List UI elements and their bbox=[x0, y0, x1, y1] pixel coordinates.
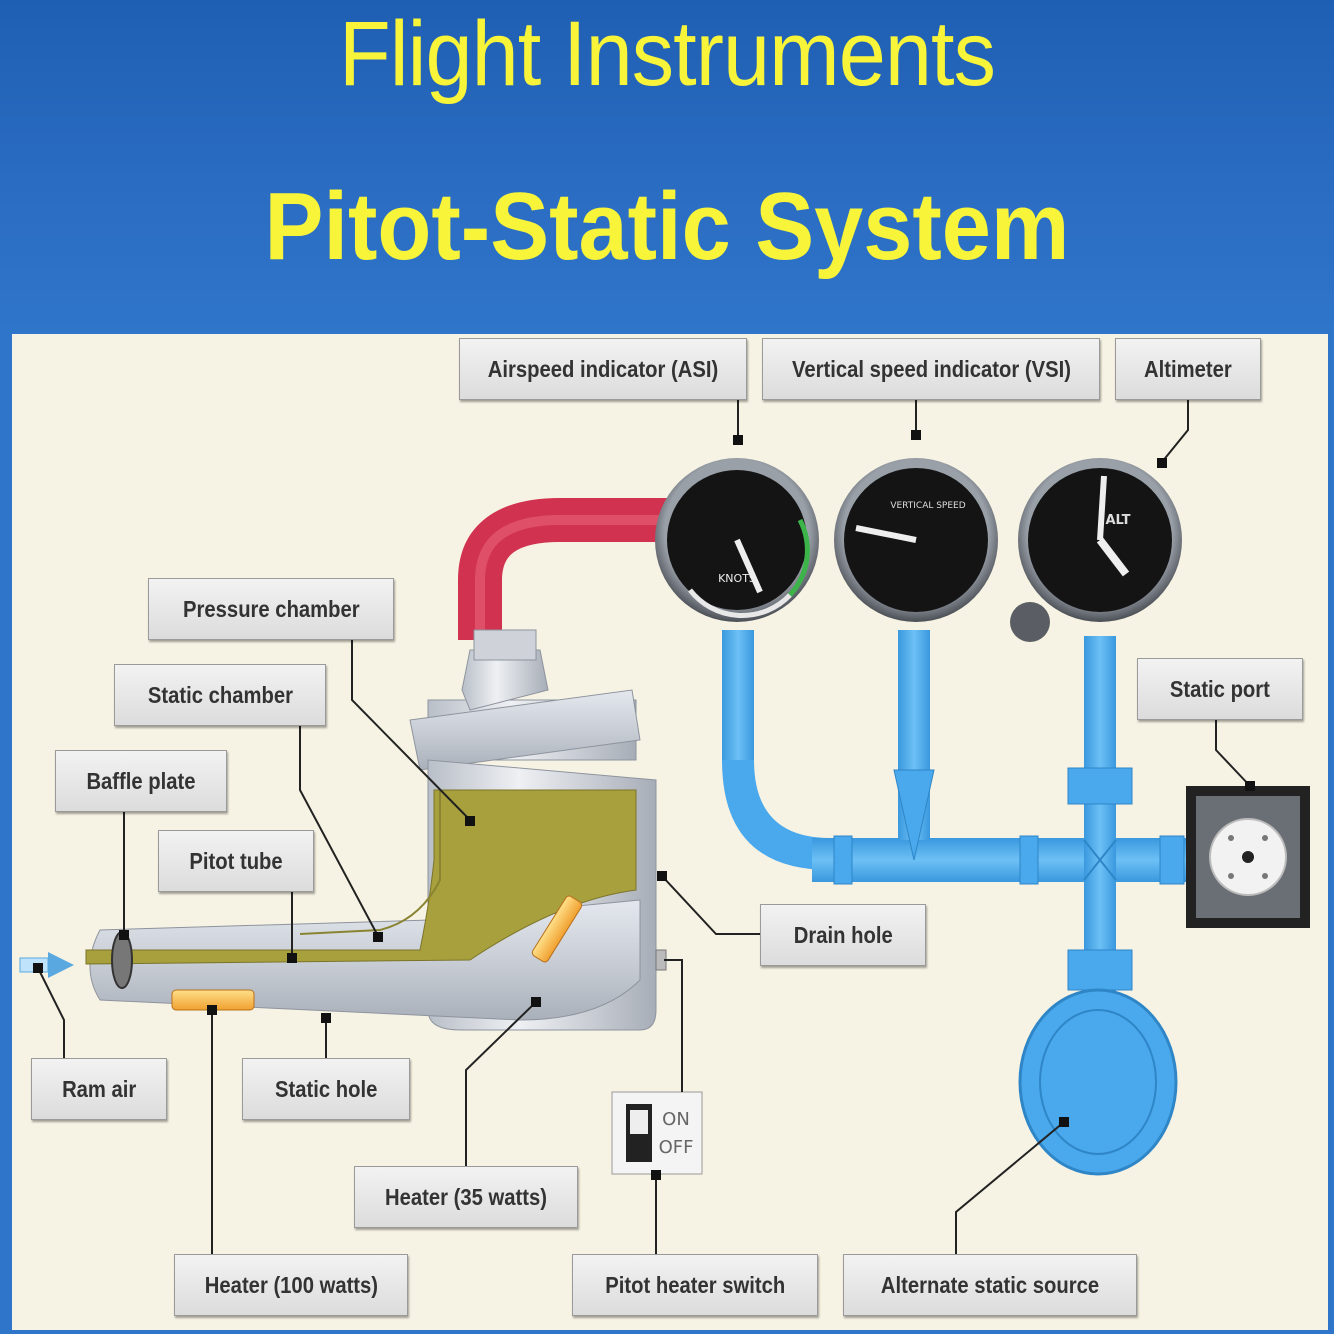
alternate-static-source bbox=[1020, 990, 1176, 1174]
switch-off-text: OFF bbox=[659, 1137, 694, 1158]
label-pitot-heater-switch: Pitot heater switch bbox=[572, 1254, 818, 1316]
pitot-heater-switch: ON OFF bbox=[612, 1092, 702, 1174]
label-drain-hole: Drain hole bbox=[760, 904, 926, 966]
static-port bbox=[1186, 786, 1310, 928]
pitot-line bbox=[480, 520, 670, 640]
label-vertical-speed-indicator: Vertical speed indicator (VSI) bbox=[762, 338, 1100, 400]
asi-dial-text: KNOTS bbox=[718, 572, 756, 585]
label-altimeter: Altimeter bbox=[1115, 338, 1261, 400]
label-baffle-plate: Baffle plate bbox=[55, 750, 227, 812]
label-airspeed-indicator: Airspeed indicator (ASI) bbox=[459, 338, 747, 400]
alt-dial-text: ALT bbox=[1105, 513, 1130, 528]
label-pitot-tube: Pitot tube bbox=[158, 830, 314, 892]
label-alternate-static-source: Alternate static source bbox=[843, 1254, 1137, 1316]
vertical-speed-indicator-gauge: VERTICAL SPEED bbox=[834, 458, 998, 622]
vsi-dial-text: VERTICAL SPEED bbox=[890, 501, 965, 511]
label-static-port: Static port bbox=[1137, 658, 1303, 720]
label-pressure-chamber: Pressure chamber bbox=[148, 578, 394, 640]
switch-on-text: ON bbox=[662, 1109, 690, 1130]
altimeter-gauge: ALT bbox=[1010, 458, 1182, 642]
label-heater-100-watts: Heater (100 watts) bbox=[174, 1254, 408, 1316]
label-static-chamber: Static chamber bbox=[114, 664, 326, 726]
label-heater-35-watts: Heater (35 watts) bbox=[354, 1166, 578, 1228]
label-static-hole: Static hole bbox=[242, 1058, 410, 1120]
airspeed-indicator-gauge: KNOTS bbox=[655, 458, 819, 622]
ram-air-arrow bbox=[20, 952, 74, 978]
label-ram-air: Ram air bbox=[31, 1058, 167, 1120]
